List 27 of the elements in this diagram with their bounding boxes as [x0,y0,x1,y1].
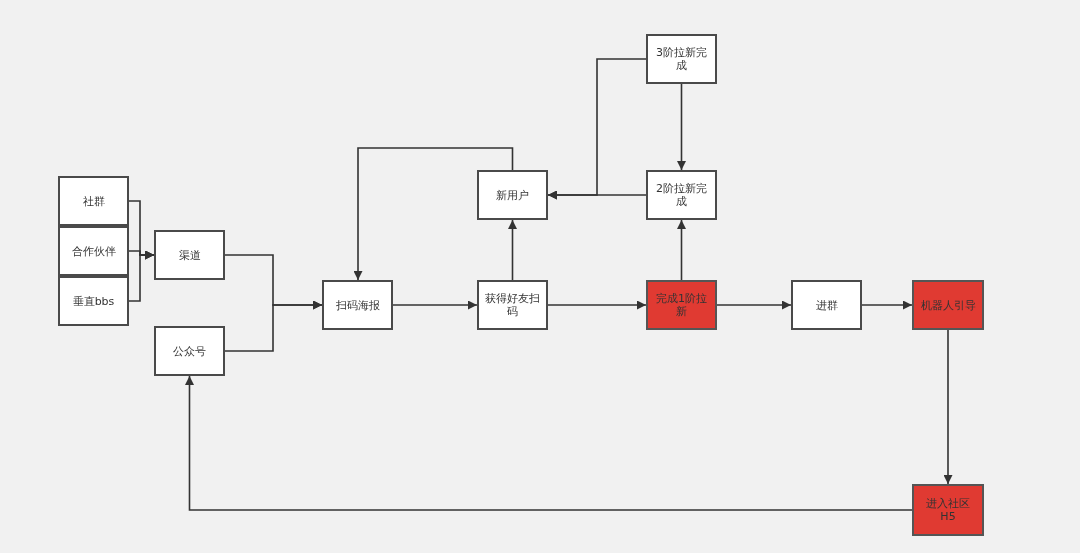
process-box: 新用户 [477,170,548,220]
arrow [677,219,686,281]
process-box: 公众号 [154,326,225,376]
arrow [677,83,686,171]
arrow [128,250,155,302]
process-box: 渠道 [154,230,225,280]
process-box: 合作伙伴 [58,226,129,276]
process-box: 社群 [58,176,129,226]
process-box: 2阶拉新完成 [646,170,717,220]
arrow [547,58,647,200]
process-box: 垂直bbs [58,276,129,326]
arrow [185,375,913,511]
process-box: 完成1阶拉新 [646,280,717,330]
process-box: 3阶拉新完成 [646,34,717,84]
arrow [861,300,913,310]
process-box: 进群 [791,280,862,330]
arrow [224,300,323,352]
arrow [716,300,792,310]
process-box: 获得好友扫码 [477,280,548,330]
process-box: 机器人引导 [912,280,984,330]
process-box: 扫码海报 [322,280,393,330]
process-box: 进入社区H5 [912,484,984,536]
arrow [547,300,647,310]
arrow [353,147,514,281]
arrow [392,300,478,310]
arrow [943,329,953,485]
arrow [508,219,517,281]
